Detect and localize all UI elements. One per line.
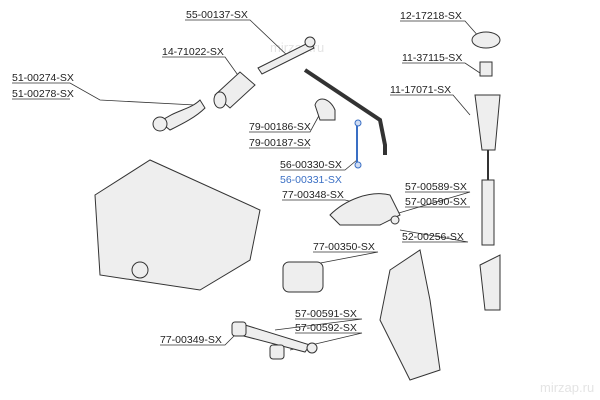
steering-knuckle — [379, 249, 441, 381]
part-label-12-17218[interactable]: 12-17218-SX — [400, 10, 462, 22]
part-label-56-00330[interactable]: 56-00330-SX — [280, 159, 342, 171]
part-label-11-17071[interactable]: 11-17071-SX — [390, 84, 452, 96]
part-label-57-00592[interactable]: 57-00592-SX — [295, 322, 357, 334]
shock-absorber — [481, 179, 495, 246]
bump-stop — [479, 61, 493, 77]
arm-bushing — [282, 261, 324, 293]
subframe — [94, 159, 261, 291]
part-label-52-00256[interactable]: 52-00256-SX — [402, 231, 464, 243]
bushing — [314, 98, 336, 121]
part-label-57-00589[interactable]: 57-00589-SX — [405, 181, 467, 193]
part-label-79-00186[interactable]: 79-00186-SX — [249, 121, 311, 133]
part-label-79-00187[interactable]: 79-00187-SX — [249, 137, 311, 149]
part-label-14-71022[interactable]: 14-71022-SX — [162, 46, 224, 58]
bracket — [479, 254, 501, 311]
part-label-56-00331-selected[interactable]: 56-00331-SX — [280, 174, 342, 186]
part-label-51-00274[interactable]: 51-00274-SX — [12, 72, 74, 84]
part-label-51-00278[interactable]: 51-00278-SX — [12, 88, 74, 100]
upper-arm — [329, 193, 401, 226]
tie-rod — [257, 41, 315, 75]
dust-boot — [474, 94, 501, 151]
part-label-55-00137[interactable]: 55-00137-SX — [186, 9, 248, 21]
part-label-11-37115[interactable]: 11-37115-SX — [402, 52, 463, 64]
part-label-77-00348[interactable]: 77-00348-SX — [282, 189, 344, 201]
part-label-57-00591[interactable]: 57-00591-SX — [295, 308, 357, 320]
part-label-77-00349[interactable]: 77-00349-SX — [160, 334, 222, 346]
strut-mount — [471, 31, 501, 49]
tie-rod-end — [159, 99, 206, 131]
part-label-77-00350[interactable]: 77-00350-SX — [313, 241, 375, 253]
stabilizer-link — [354, 119, 362, 169]
watermark-site-bottom: mirzap.ru — [540, 380, 595, 395]
part-label-57-00590[interactable]: 57-00590-SX — [405, 196, 467, 208]
stabilizer-bar — [303, 68, 387, 155]
